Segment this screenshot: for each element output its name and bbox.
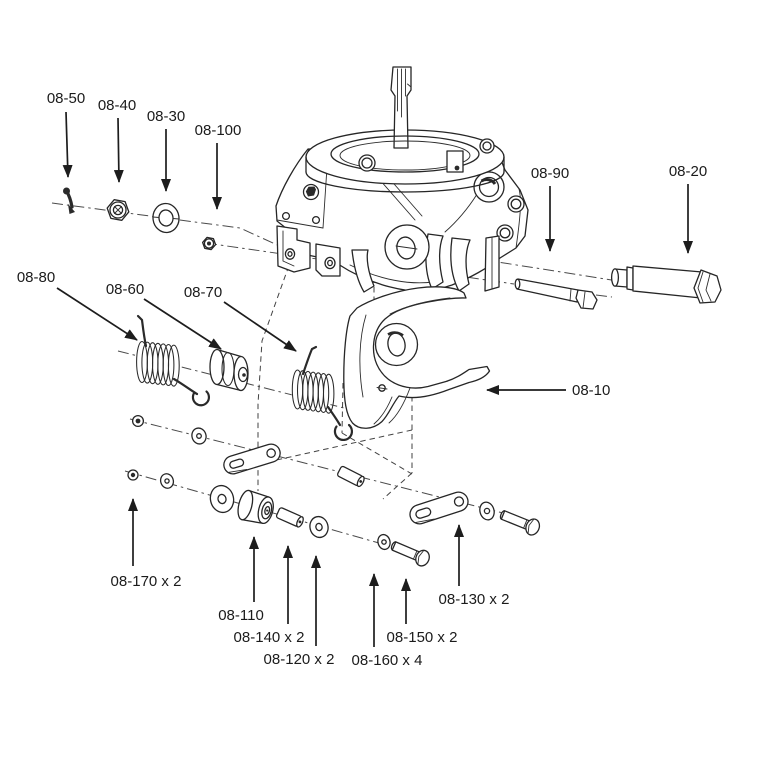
part-washer-small-a: [191, 427, 207, 445]
part-spring-08-80: [136, 314, 211, 407]
label-08-80: 08-80: [17, 269, 55, 286]
part-washer-08-30: [152, 202, 180, 234]
labels-layer: 08-50 08-40 08-30 08-100 08-90 08-20 08-80 08-6…: [17, 90, 707, 669]
part-latch-08-10: [343, 286, 491, 429]
part-shaft: [390, 66, 412, 149]
part-pin-08-20: [610, 265, 722, 304]
label-08-40: 08-40: [98, 97, 136, 114]
part-washer-08-160: [377, 533, 391, 551]
label-08-160: 08-160 x 4: [352, 652, 423, 669]
part-spring-08-70: [291, 345, 354, 442]
part-roller-08-60: [209, 348, 249, 392]
label-08-20: 08-20: [669, 163, 707, 180]
part-nut-08-170-a: [131, 414, 145, 428]
part-housing-body: [275, 148, 529, 293]
label-08-40-arrow: [113, 117, 124, 183]
label-08-90: 08-90: [531, 165, 569, 182]
part-washer-small-b: [159, 473, 175, 489]
label-08-130: 08-130 x 2: [439, 591, 510, 608]
part-washer-08-130-side: [479, 501, 495, 521]
part-nut-08-100: [201, 236, 217, 251]
label-08-170: 08-170 x 2: [111, 573, 182, 590]
label-08-60-arrow: [143, 298, 222, 350]
label-08-100: 08-100: [195, 122, 242, 139]
part-bolt-08-150: [390, 541, 430, 567]
part-bolt-right: [499, 510, 541, 536]
part-pin-small-a: [337, 465, 365, 488]
label-08-60: 08-60: [106, 281, 144, 298]
part-pin-08-50: [63, 187, 75, 214]
part-nut-08-170-b: [127, 469, 139, 481]
label-08-150: 08-150 x 2: [387, 629, 458, 646]
label-08-120: 08-120 x 2: [264, 651, 335, 668]
label-08-70-arrow: [223, 301, 297, 352]
part-link-plate-b: [409, 491, 469, 525]
label-08-110: 08-110: [218, 607, 264, 624]
label-08-50: 08-50: [47, 90, 85, 107]
label-08-10: 08-10: [572, 382, 610, 399]
part-nut-08-40: [106, 199, 130, 221]
label-08-70: 08-70: [184, 284, 222, 301]
phantom-lines: [257, 256, 413, 500]
part-housing-collar: [305, 66, 505, 193]
label-08-80-arrow: [56, 287, 138, 341]
part-link-plate-a: [223, 443, 281, 475]
part-washer-large: [209, 484, 235, 514]
label-08-50-arrow: [62, 111, 73, 178]
part-pin-08-140: [275, 507, 304, 528]
part-roller-08-110: [237, 489, 274, 525]
part-washer-08-120: [309, 515, 329, 539]
label-08-30: 08-30: [147, 108, 185, 125]
label-08-140: 08-140 x 2: [234, 629, 305, 646]
part-bolt-08-90: [514, 278, 598, 310]
